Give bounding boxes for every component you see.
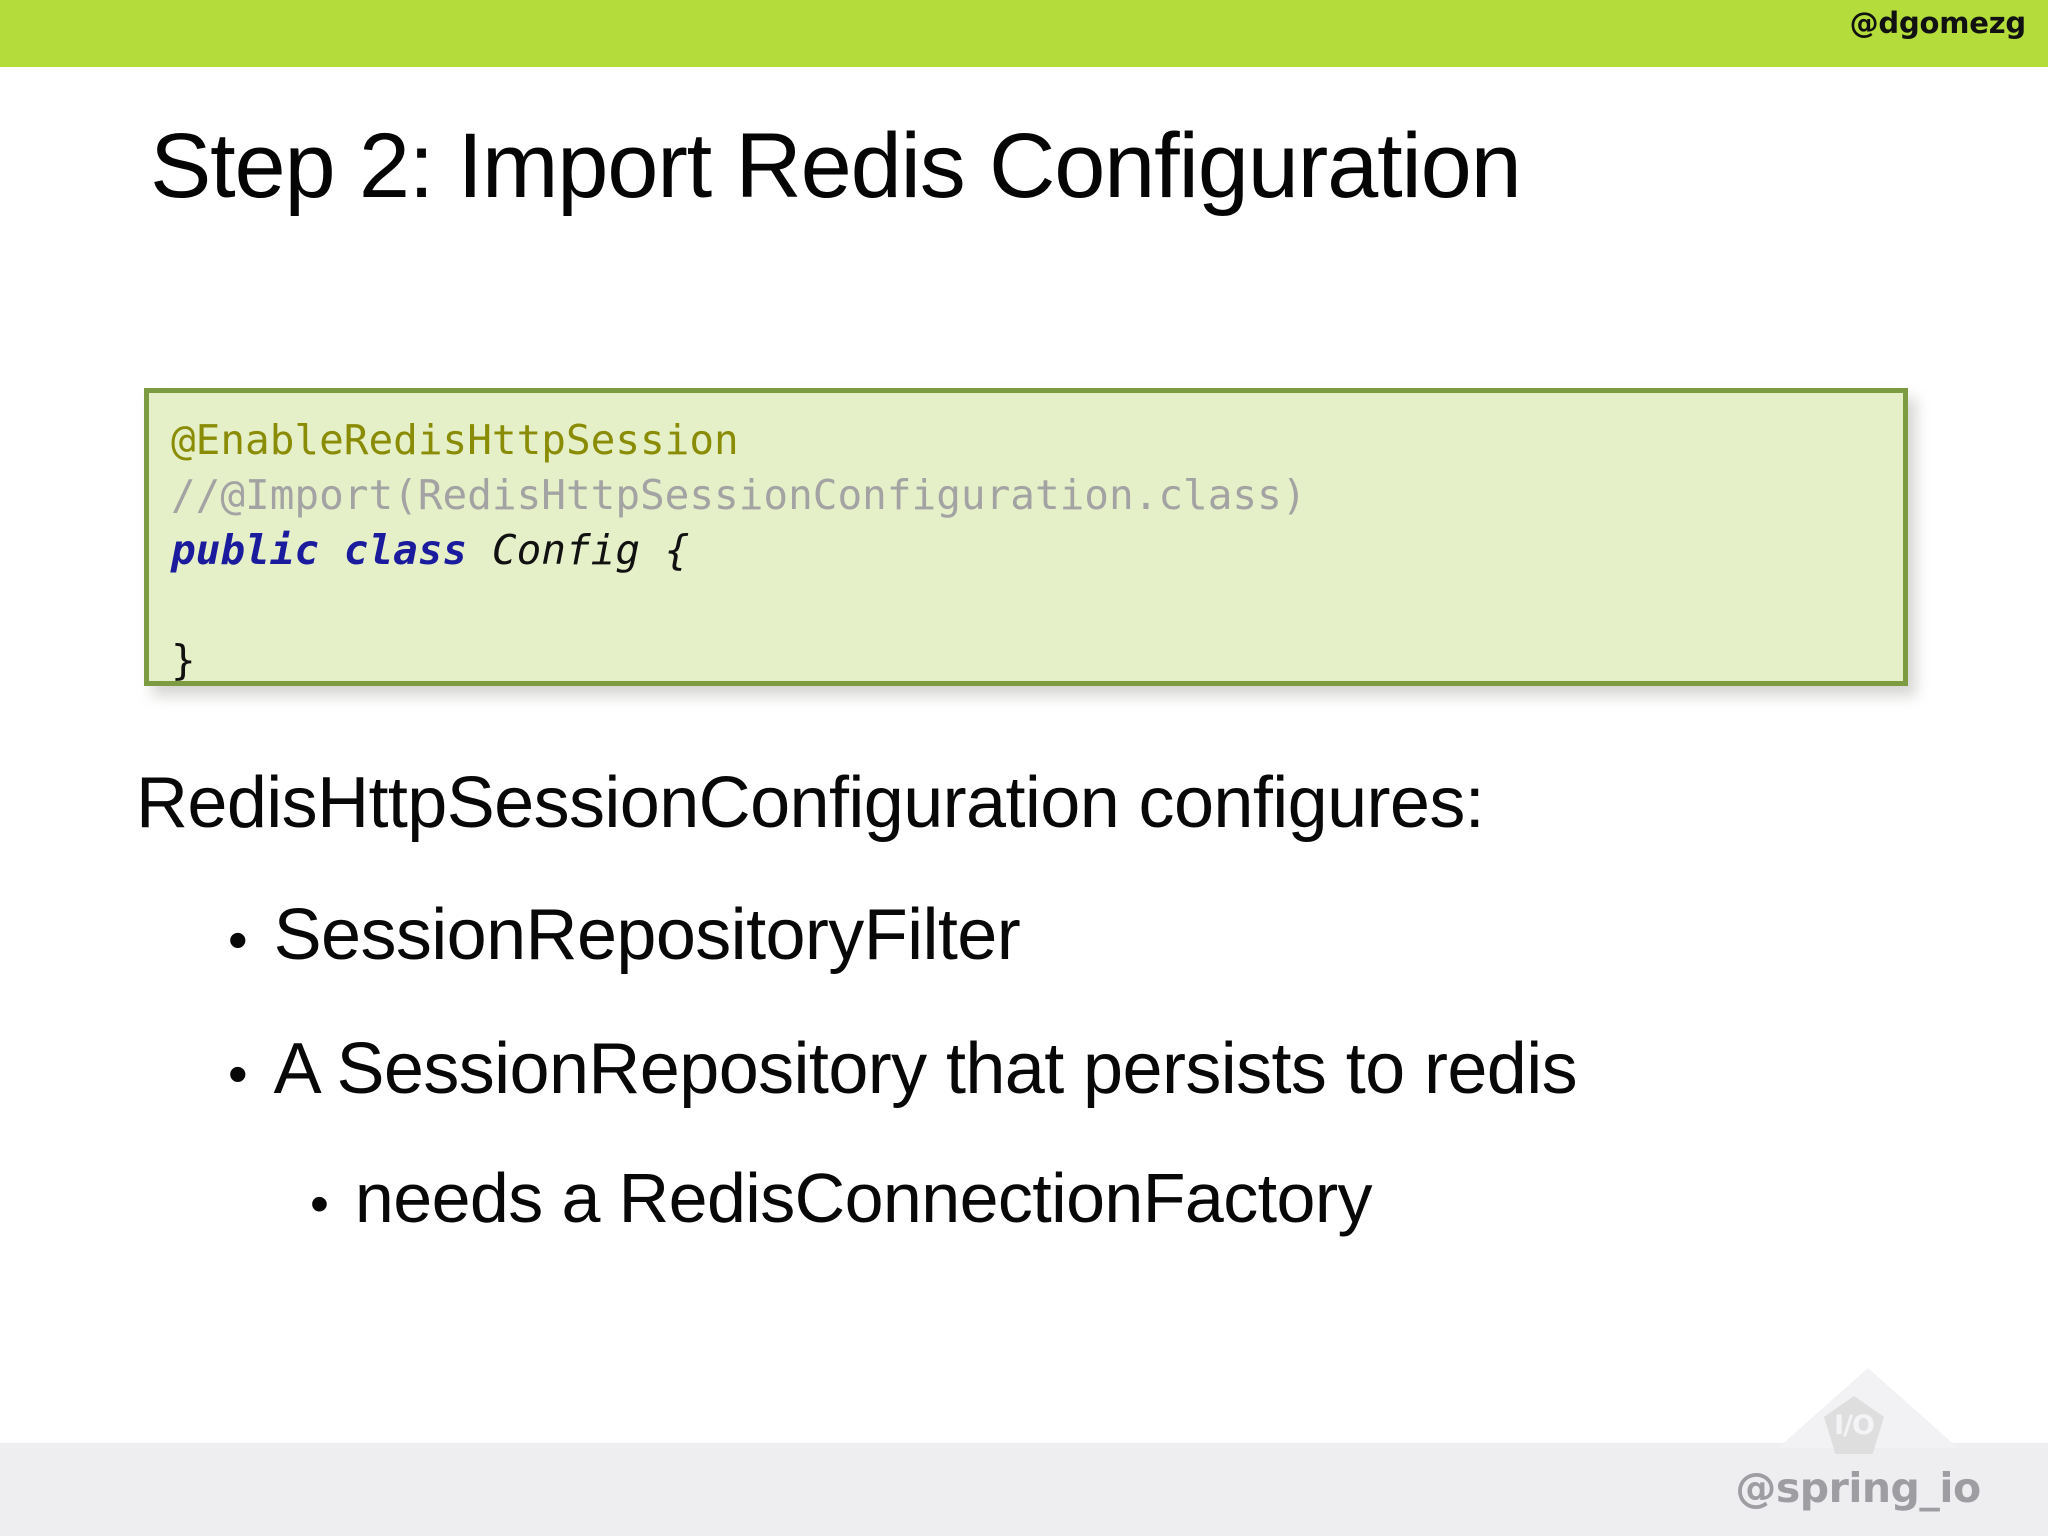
top-banner: @dgomezg <box>0 0 2048 67</box>
spring-io-logo: I/O @spring_io <box>1708 1368 2008 1536</box>
code-token-keyword: public class <box>171 526 492 574</box>
bullet-marker-icon: • <box>310 1174 329 1234</box>
code-token-ident: Config { <box>491 526 690 574</box>
list-item-label: A SessionRepository that persists to red… <box>273 1029 1578 1109</box>
list-item-label: needs a RedisConnectionFactory <box>354 1159 1373 1237</box>
footer-bar <box>0 1443 2048 1536</box>
code-line <box>171 578 1903 633</box>
code-line: } <box>171 633 1903 688</box>
list-item: • needs a RedisConnectionFactory <box>310 1158 1373 1238</box>
code-token-comment: //@Import(RedisHttpSessionConfiguration.… <box>171 471 1307 519</box>
body-lead-text: RedisHttpSessionConfiguration configures… <box>136 763 1485 843</box>
bullet-marker-icon: • <box>228 1042 248 1105</box>
footer-handle: @spring_io <box>1735 1464 1981 1512</box>
page-title: Step 2: Import Redis Configuration <box>150 115 1522 217</box>
code-lines: @EnableRedisHttpSession //@Import(RedisHt… <box>171 413 1903 688</box>
code-line: public class Config { <box>171 523 1903 578</box>
code-token-annotation: @EnableRedisHttpSession <box>171 416 739 464</box>
code-token-plain: } <box>171 636 196 684</box>
presenter-handle: @dgomezg <box>1849 6 2027 40</box>
code-block: @EnableRedisHttpSession //@Import(RedisHt… <box>144 388 1908 686</box>
bullet-marker-icon: • <box>228 908 248 971</box>
code-line: @EnableRedisHttpSession <box>171 413 1903 468</box>
list-item-label: SessionRepositoryFilter <box>273 895 1021 975</box>
code-line: //@Import(RedisHttpSessionConfiguration.… <box>171 468 1903 523</box>
list-item: • SessionRepositoryFilter <box>228 894 1021 976</box>
list-item: • A SessionRepository that persists to r… <box>228 1028 1578 1110</box>
